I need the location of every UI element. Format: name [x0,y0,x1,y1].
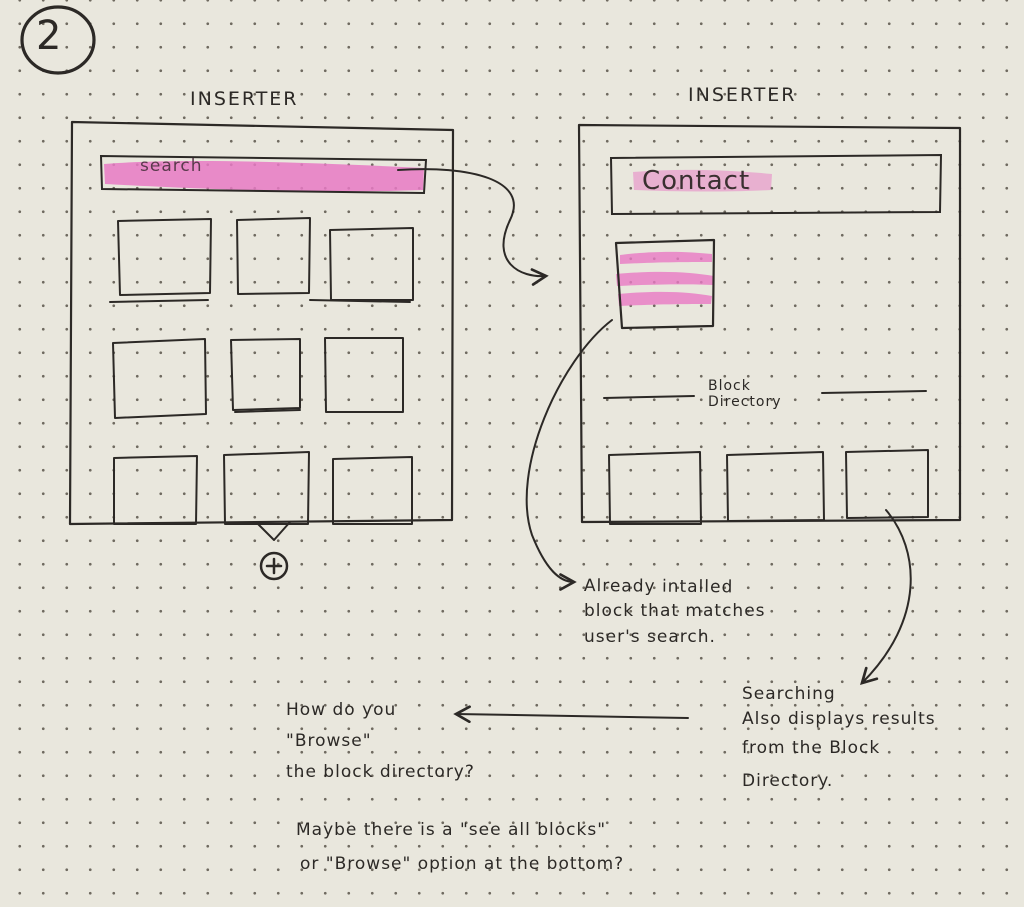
block-directory-label: Block Directory [708,378,782,410]
block-directory-divider [603,390,927,399]
connector-arrows [397,168,912,724]
block-tile [112,338,207,419]
right-panel-title: INSERTER [688,84,797,106]
contact-highlight [633,169,772,192]
block-tile [117,218,212,296]
installed-note-line-3: user's search. [584,627,716,647]
block-tile [223,451,310,525]
left-search-placeholder: search [140,156,203,176]
maybe-note-line-2: or "Browse" option at the bottom? [300,854,625,874]
directory-tile [608,451,702,525]
directory-tile [726,451,825,522]
arrow-search-to-results [397,168,549,286]
maybe-note-line-1: Maybe there is a "see all blocks" [296,820,607,840]
block-tile [230,338,301,411]
block-tile [332,456,413,525]
arrow-note-to-question [453,705,689,724]
left-panel-title: INSERTER [190,88,299,110]
right-inserter-panel [577,123,962,524]
searching-note-line-3: from the Block [742,738,881,758]
browse-question-line-1: How do you [286,700,397,720]
block-tile [329,227,414,301]
left-inserter-panel [68,120,455,526]
browse-question-line-3: the block directory? [286,762,475,782]
add-block-button[interactable] [259,551,289,581]
right-search-value: Contact [642,166,751,196]
searching-note-line-1: Searching [742,684,836,704]
left-search-input[interactable] [99,154,428,195]
installed-block-result[interactable] [614,238,716,330]
page-number-circle [20,5,96,75]
arrow-installed-to-note [525,319,613,591]
block-tile [236,217,311,295]
block-tile [324,337,404,413]
left-search-highlight [104,161,424,192]
arrow-directory-to-note [860,509,912,685]
directory-tile [845,449,929,519]
installed-note-line-2: block that matches [584,601,766,621]
directory-results [608,449,929,525]
searching-note-line-4: Directory. [742,771,834,791]
page-number: 2 [36,13,62,59]
left-block-grid [109,217,414,541]
right-search-input[interactable] [609,153,943,216]
searching-note-line-2: Also displays results [742,709,936,729]
installed-note-line-1: Already intalled [583,575,734,598]
browse-question-line-2: "Browse" [286,731,372,751]
block-tile [113,455,198,525]
